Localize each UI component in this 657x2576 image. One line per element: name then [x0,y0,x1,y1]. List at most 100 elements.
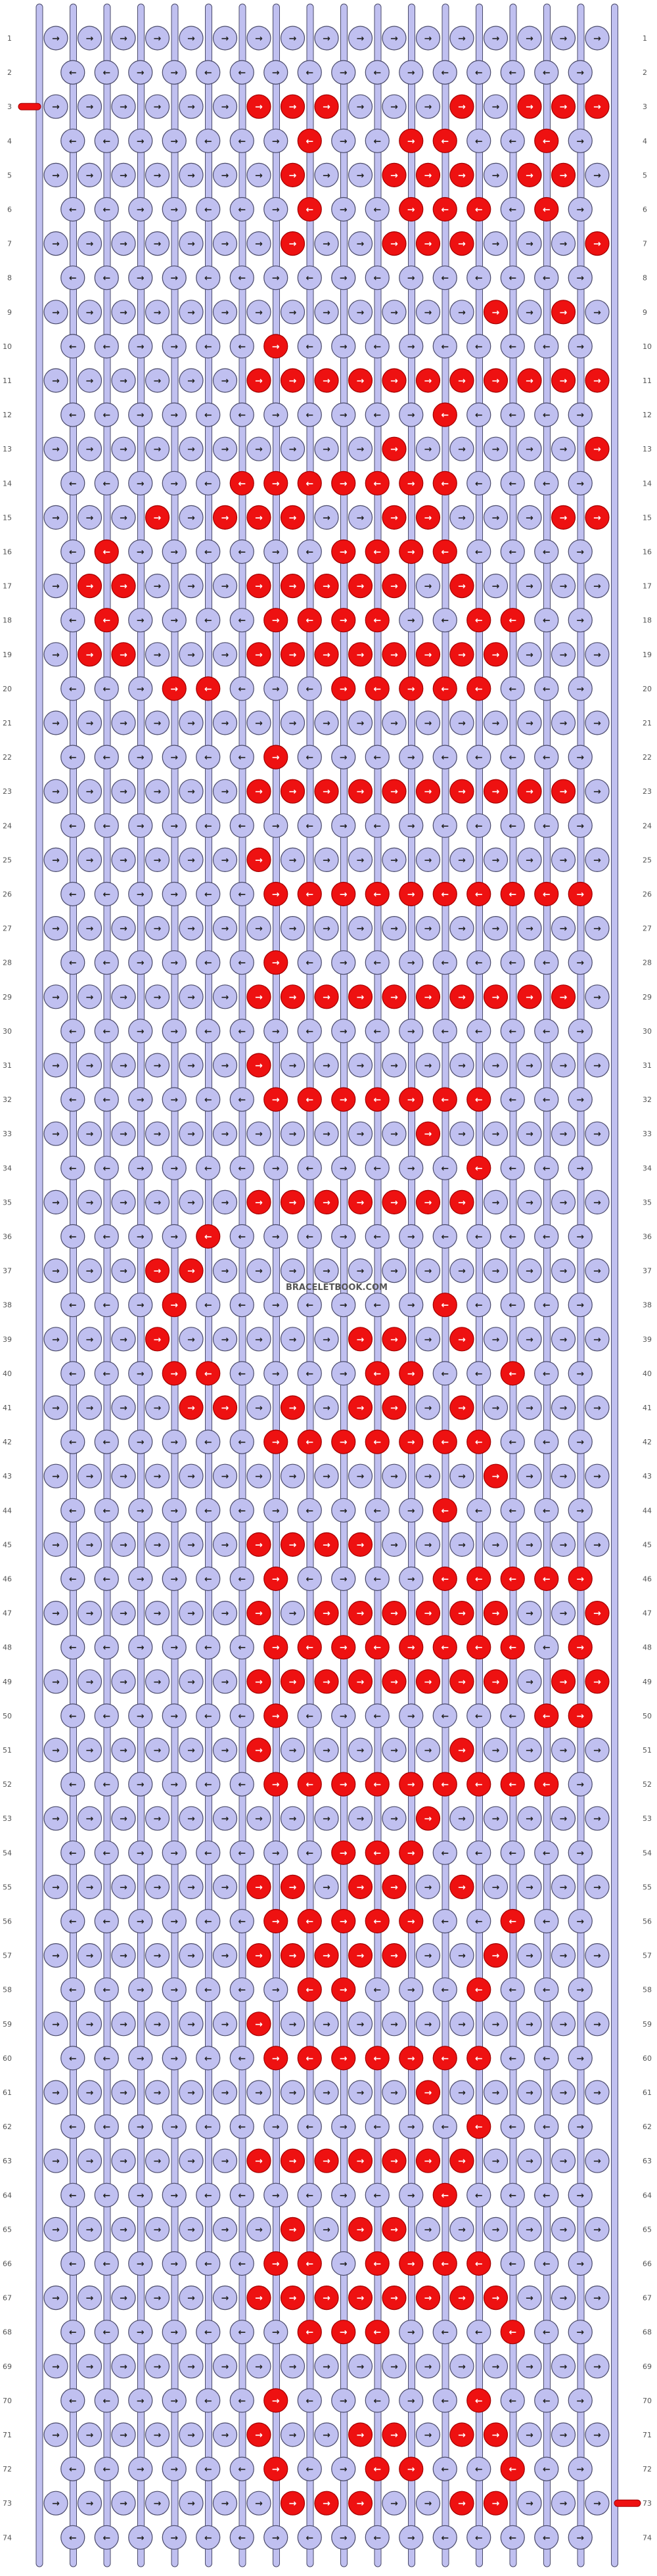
knot-arrow: → [390,1540,398,1550]
string-6 [205,3,212,2567]
knot-r46-c5: ← [196,1566,221,1592]
knot-r35-c8: → [280,1189,306,1215]
knot-r18-c1: ← [60,608,85,633]
knot-r72-c9: → [331,2456,356,2481]
knot-arrow: → [137,616,145,626]
knot-r27-c8: → [280,915,306,941]
knot-r29-c6: → [212,984,238,1009]
knot-arrow: ← [441,1575,449,1585]
knot-arrow: → [390,170,398,181]
knot-r73-c2: → [77,2491,102,2516]
knot-r29-c2: → [77,984,102,1009]
knot-r6-c15: ← [534,196,559,222]
knot-arrow: → [187,2430,195,2441]
knot-r5-c16: → [551,162,576,187]
knot-r23-c14: → [483,779,509,804]
knot-r68-c4: → [162,2320,187,2345]
knot-r27-c14: → [483,915,509,941]
knot-r66-c12: ← [432,2251,457,2276]
knot-r26-c2: ← [94,881,119,907]
knot-arrow: → [424,1403,432,1414]
knot-arrow: → [340,547,348,558]
knot-arrow: → [593,992,601,1003]
knot-arrow: ← [204,2054,212,2064]
row-label-left: 17 [3,582,12,591]
knot-r62-c10: ← [365,2114,390,2139]
knot-r49-c13: → [449,1669,474,1694]
knot-arrow: → [221,170,229,181]
knot-r69-c4: → [145,2354,170,2379]
knot-arrow: → [357,992,365,1003]
knot-arrow: → [424,2156,432,2167]
knot-arrow: → [323,2224,330,2235]
knot-arrow: ← [102,410,110,421]
knot-arrow: ← [306,2122,313,2132]
knot-arrow: → [357,1609,365,1619]
knot-arrow: → [593,2019,601,2030]
knot-r10-c16: → [568,334,593,359]
knot-r68-c9: → [331,2320,356,2345]
knot-arrow: → [492,1540,500,1550]
row-label-left: 45 [3,1540,12,1549]
knot-r40-c5: ← [196,1361,221,1386]
knot-r53-c8: → [280,1806,306,1831]
knot-arrow: → [272,1300,280,1311]
knot-arrow: ← [509,68,516,78]
knot-arrow: → [340,2533,348,2543]
knot-arrow: → [52,1266,60,1277]
knot-r52-c13: ← [466,1772,491,1797]
knot-r57-c1: → [43,1943,68,1968]
knot-arrow: → [576,2533,584,2543]
knot-r33-c14: → [483,1121,509,1146]
knot-r22-c16: → [568,745,593,770]
row-label-left: 48 [3,1644,12,1652]
knot-r11-c15: → [517,368,542,393]
knot-r58-c14: ← [500,1977,525,2002]
knot-arrow: → [340,2396,348,2406]
knot-r3-c3: → [111,94,136,119]
knot-r48-c11: → [399,1635,424,1660]
knot-r3-c4: → [145,94,170,119]
knot-arrow: ← [373,2054,381,2064]
knot-arrow: ← [475,273,483,284]
knot-r47-c13: → [449,1601,474,1626]
knot-arrow: → [120,1266,127,1277]
knot-r2-c13: ← [466,60,491,85]
knot-r7-c3: → [111,231,136,256]
knot-arrow: → [560,2224,568,2235]
knot-arrow: → [221,1061,229,1071]
knot-r20-c6: ← [229,676,254,701]
knot-arrow: ← [69,616,77,626]
knot-arrow: ← [69,1575,77,1585]
knot-r28-c12: ← [432,950,457,975]
knot-arrow: → [560,787,568,797]
row-label-left: 4 [7,137,12,145]
knot-arrow: → [170,958,178,969]
knot-r19-c7: → [246,642,271,667]
knot-arrow: → [390,308,398,318]
knot-arrow: ← [306,410,313,421]
knot-arrow: → [526,2088,533,2098]
row-label-left: 35 [3,1198,12,1207]
knot-arrow: → [323,1882,330,1893]
knot-arrow: ← [238,1437,246,1448]
knot-arrow: ← [543,2464,551,2475]
knot-r65-c3: → [111,2217,136,2242]
knot-r54-c15: ← [534,1840,559,1865]
knot-r5-c17: → [585,162,610,187]
knot-arrow: → [560,1951,568,1962]
knot-arrow: ← [102,273,110,284]
knot-arrow: → [221,2498,229,2509]
knot-r58-c1: ← [60,1977,85,2002]
knot-arrow: → [187,992,195,1003]
knot-arrow: → [86,376,94,386]
knot-r18-c2: ← [94,608,119,633]
knot-arrow: ← [238,342,246,352]
knot-r55-c4: → [145,1874,170,1899]
knot-r35-c10: → [348,1189,373,1215]
row-label-left: 10 [3,342,12,351]
knot-arrow: → [593,1266,601,1277]
knot-arrow: → [526,1951,533,1962]
knot-r58-c15: ← [534,1977,559,2002]
knot-r6-c10: ← [365,196,390,222]
